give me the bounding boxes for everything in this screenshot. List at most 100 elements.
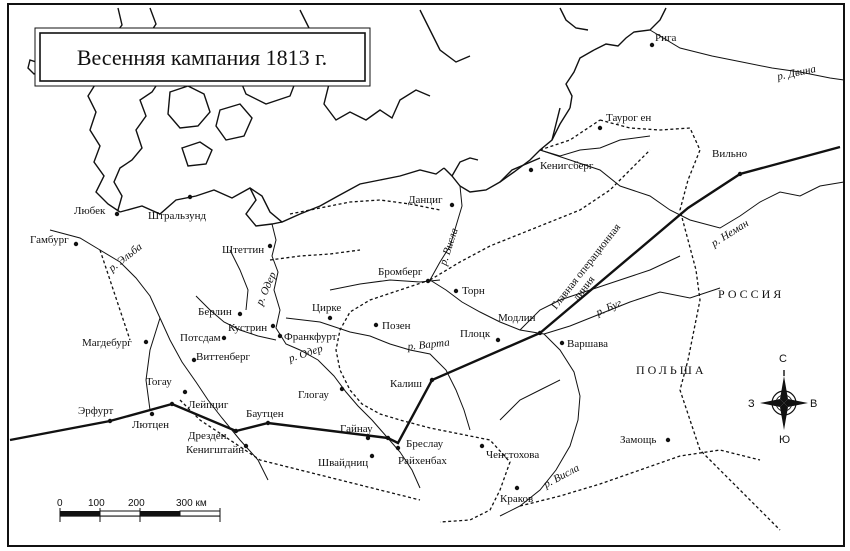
city-plock: Плоцк [460, 328, 501, 343]
city-wittenberg: Виттенберг [191, 351, 250, 363]
city-zirke: Цирке [312, 302, 341, 321]
svg-text:Баутцен: Баутцен [246, 408, 284, 420]
city-hamburg: Гамбург [30, 234, 79, 247]
city-kalisz: Калиш [390, 377, 435, 390]
country-label-poland: ПОЛЬША [636, 363, 707, 377]
svg-text:Швайдниц: Швайдниц [318, 457, 368, 469]
svg-text:Гайнау: Гайнау [340, 423, 373, 435]
river-label-warta: р. Варта [406, 337, 451, 353]
city-dresden: Дрезден [188, 428, 239, 442]
svg-text:Франкфурт: Франкфурт [284, 331, 337, 343]
svg-text:Позен: Позен [382, 320, 411, 332]
svg-text:Виттенберг: Виттенберг [196, 351, 250, 363]
svg-text:Магдебург: Магдебург [82, 337, 132, 349]
city-krakow: Краков [500, 485, 533, 505]
svg-text:Плоцк: Плоцк [460, 328, 491, 340]
compass-south: Ю [779, 434, 790, 446]
river-label-vistula-north: р. Висла [437, 226, 461, 268]
map-title: Весенняя кампания 1813 г. [77, 45, 327, 70]
svg-text:Бромберг: Бромберг [378, 266, 423, 278]
main-operation-line [9, 145, 841, 445]
city-modlin: Модлин [498, 312, 543, 336]
country-label-russia: РОССИЯ [718, 287, 784, 301]
svg-text:Данциг: Данциг [408, 194, 443, 206]
city-riga: Рига [649, 32, 677, 48]
compass-west: З [748, 398, 755, 410]
cities: Рига Таурог ен Вильно Кенигсберг Данциг … [30, 32, 748, 505]
city-konigsberg: Кенигсберг [528, 160, 594, 173]
city-kustrin: Кустрин [228, 322, 276, 334]
borders [99, 119, 781, 531]
svg-text:Рига: Рига [655, 32, 677, 44]
svg-text:Бреслау: Бреслау [406, 438, 444, 450]
city-warsaw: Варшава [559, 338, 608, 350]
river-labels: р. Двина р. Неман р. Эльба р. Одер р. Од… [106, 63, 818, 491]
city-taurogen: Таурог ен [597, 112, 651, 131]
city-lutzen: Лютцен [132, 411, 169, 431]
svg-text:Модлин: Модлин [498, 312, 536, 324]
svg-text:Варшава: Варшава [567, 338, 608, 350]
river-label-vistula-south: р. Висла [541, 462, 582, 491]
svg-text:Вильно: Вильно [712, 148, 748, 160]
city-frankfurt: Франкфурт [277, 331, 337, 343]
city-konigstein: Кенигштайн [186, 443, 249, 456]
svg-text:Торн: Торн [462, 285, 485, 297]
city-leipzig: Лейпциг [169, 399, 229, 411]
city-vilno: Вильно [712, 148, 748, 177]
city-haynau: Гайнау [340, 423, 373, 441]
city-potsdam: Потсдам [180, 332, 227, 344]
compass-north: С [779, 353, 787, 365]
compass-needle-north-icon [780, 376, 788, 403]
river-label-bug: р. Буг [593, 297, 624, 319]
svg-text:Глогау: Глогау [298, 389, 329, 401]
map-frame [7, 3, 845, 547]
city-breslau: Бреслау [385, 435, 444, 450]
svg-text:Цирке: Цирке [312, 302, 341, 314]
scale-bar: 0 100 200 300 км [57, 498, 221, 522]
svg-text:Таурог ен: Таурог ен [606, 112, 651, 124]
svg-text:Краков: Краков [500, 493, 533, 505]
svg-text:Потсдам: Потсдам [180, 332, 221, 344]
svg-text:100: 100 [88, 498, 105, 509]
city-czestochowa: Ченстохова [479, 443, 539, 461]
svg-text:Лютцен: Лютцен [132, 419, 169, 431]
city-thorn: Торн [453, 285, 485, 297]
river-label-oder-south: р. Одер [286, 342, 324, 365]
city-bautzen: Баутцен [246, 408, 284, 426]
river-label-dvina: р. Двина [775, 63, 817, 83]
city-schweidnitz: Швайдниц [318, 453, 375, 469]
title-box: Весенняя кампания 1813 г. [34, 27, 371, 87]
city-magdeburg: Магдебург [82, 337, 149, 349]
coastline [27, 7, 667, 227]
svg-text:Гамбург: Гамбург [30, 234, 69, 246]
svg-text:Главная операционная: Главная операционная [549, 221, 623, 311]
svg-text:Ченстохова: Ченстохова [486, 449, 539, 461]
compass-rose: С Ю З В [748, 353, 817, 446]
svg-text:Лейпциг: Лейпциг [188, 399, 229, 411]
city-zamosc: Замощь [620, 434, 671, 446]
svg-text:Райхенбах: Райхенбах [398, 455, 447, 467]
city-bromberg: Бромберг [378, 266, 431, 284]
city-glogau: Глогау [298, 386, 345, 401]
river-label-oder-north: р. Одер [253, 270, 279, 308]
svg-text:Любек: Любек [74, 205, 106, 217]
city-berlin: Берлин [198, 306, 243, 318]
svg-text:Кенигштайн: Кенигштайн [186, 444, 244, 456]
svg-text:Тогау: Тогау [146, 376, 172, 388]
river-label-elba: р. Эльба [106, 241, 145, 275]
compass-east: В [810, 398, 817, 410]
svg-text:Кустрин: Кустрин [228, 322, 267, 334]
city-lubeck: Любек [74, 205, 120, 217]
city-reichenbach: Райхенбах [395, 445, 447, 467]
svg-text:Калиш: Калиш [390, 378, 423, 390]
city-posen: Позен [373, 320, 411, 332]
city-torgau: Тогау [146, 376, 188, 395]
svg-text:Замощь: Замощь [620, 434, 656, 446]
svg-text:200: 200 [128, 498, 145, 509]
svg-text:Эрфурт: Эрфурт [78, 405, 113, 417]
svg-text:Дрезден: Дрезден [188, 430, 227, 442]
svg-text:0: 0 [57, 498, 63, 509]
city-erfurt: Эрфурт [78, 405, 113, 424]
